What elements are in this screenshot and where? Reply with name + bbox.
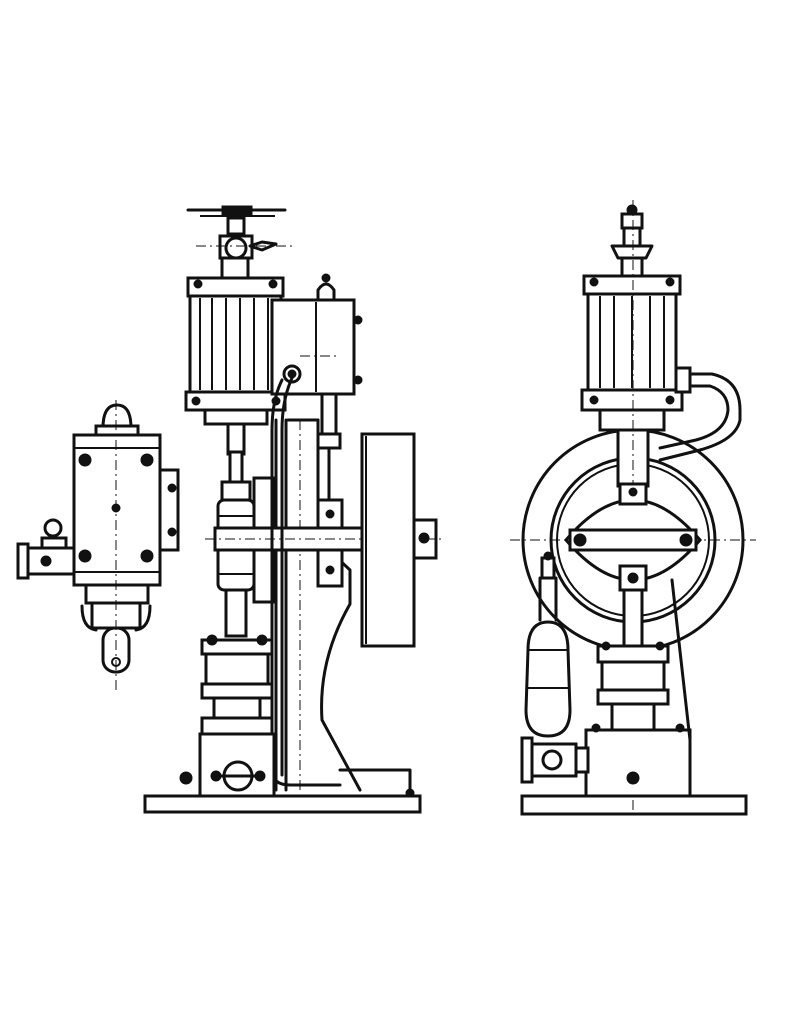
- front-top-valve: [610, 204, 654, 278]
- front-lower-rod: [622, 588, 644, 648]
- side-cylinder: [184, 276, 287, 426]
- side-handwheel: [186, 205, 295, 282]
- side-flywheel: [360, 432, 416, 648]
- side-pump: [179, 634, 276, 798]
- detail-view: [16, 400, 180, 690]
- detail-left-valve: [16, 518, 76, 580]
- front-crank: [564, 482, 702, 592]
- front-valve-rod: [670, 578, 692, 742]
- side-bracket: [338, 768, 412, 798]
- front-base-plate: [520, 794, 748, 816]
- side-base-plate: [143, 794, 422, 814]
- detail-lower-flange: [84, 583, 150, 605]
- detail-side-cover: [158, 468, 180, 552]
- front-cylinder: [580, 274, 684, 432]
- side-valve-chest: [270, 273, 363, 396]
- detail-dome-cap: [101, 403, 133, 430]
- detail-bolts: [78, 453, 177, 563]
- front-lower-valve: [520, 736, 590, 784]
- side-elevation: [143, 205, 445, 814]
- side-frame: [274, 418, 362, 792]
- front-pump: [584, 641, 692, 798]
- front-elevation: [510, 200, 756, 816]
- side-valve-rod: [316, 392, 344, 588]
- front-steam-pipe: [658, 372, 742, 462]
- front-air-vessel: [524, 551, 572, 738]
